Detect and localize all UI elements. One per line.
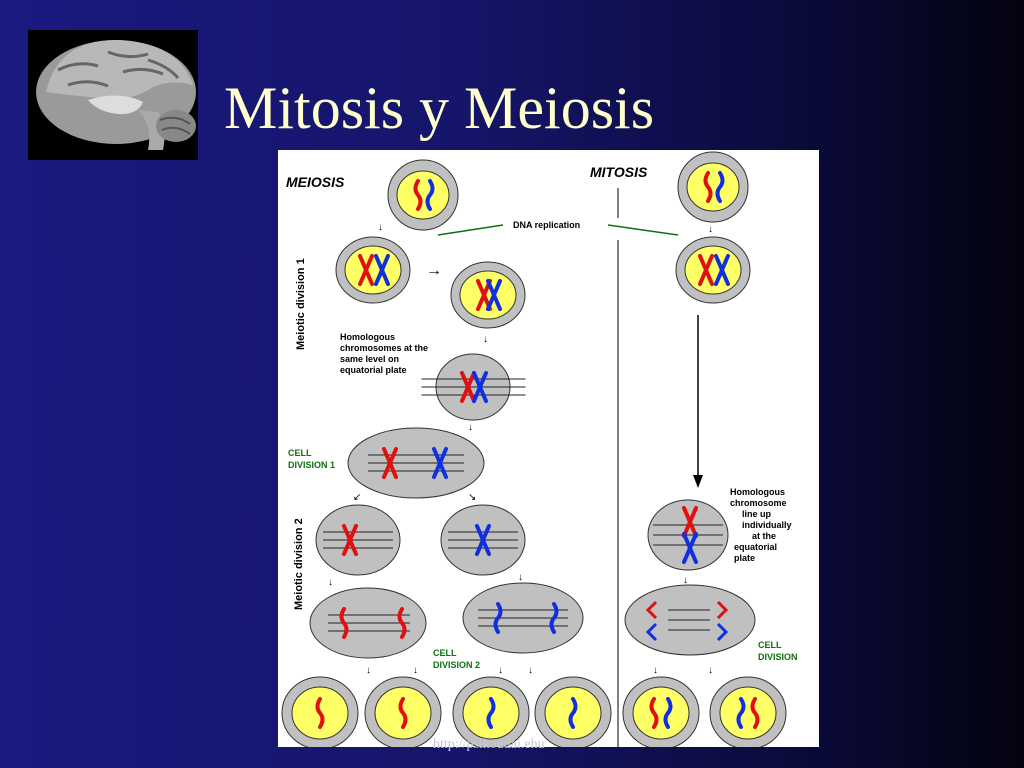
svg-text:↓: ↓ (683, 575, 688, 586)
cell-division-2-label: CELL DIVISION 2 (433, 648, 480, 670)
brain-icon (28, 30, 198, 160)
gamete-4 (534, 676, 612, 747)
homologous-note: Homologous chromosomes at the same level… (340, 332, 431, 375)
cell-interphase (387, 159, 459, 231)
gamete-3 (452, 676, 530, 747)
svg-text:↓: ↓ (378, 222, 383, 233)
svg-text:→: → (426, 262, 442, 279)
cell-anaphase-1 (347, 427, 485, 499)
svg-text:↓: ↓ (708, 665, 713, 676)
mitosis-title: MITOSIS (590, 164, 648, 180)
cell-anaphase-2-left (309, 587, 427, 659)
svg-text:↓: ↓ (518, 572, 523, 583)
meiotic-division-1-label: Meiotic division 1 (295, 258, 307, 350)
svg-text:↓: ↓ (528, 665, 533, 676)
cell-replicated (335, 236, 411, 304)
cell-metaphase-1 (420, 353, 527, 421)
mitosis-cell-interphase (677, 151, 749, 223)
cell-metaphase-2-right (440, 504, 526, 576)
cell-paired (450, 261, 526, 329)
mitosis-daughter-1 (622, 676, 700, 747)
meiotic-division-2-label: Meiotic division 2 (293, 518, 305, 610)
svg-text:↓: ↓ (653, 665, 658, 676)
cell-metaphase-2-left (315, 504, 401, 576)
cell-division-1-label: CELL DIVISION 1 (288, 448, 335, 470)
svg-text:↓: ↓ (328, 577, 333, 588)
mitosis-cell-anaphase (624, 584, 756, 656)
mitosis-cell-replicated (675, 236, 751, 304)
svg-text:↓: ↓ (498, 665, 503, 676)
gamete-1 (281, 676, 359, 747)
meiosis-title: MEIOSIS (286, 174, 345, 190)
svg-text:↙: ↙ (353, 492, 361, 503)
mitosis-daughter-2 (709, 676, 787, 747)
svg-text:↓: ↓ (468, 422, 473, 433)
mitosis-note: Homologous chromosome line up individual… (730, 487, 794, 563)
dna-replication-label: DNA replication (513, 220, 580, 230)
mitosis-cell-metaphase (647, 499, 729, 571)
meiosis-mitosis-diagram: MEIOSIS MITOSIS DNA replication Meiotic … (278, 150, 819, 747)
slide-title: Mitosis y Meiosis (224, 75, 655, 141)
svg-text:↓: ↓ (413, 665, 418, 676)
svg-text:↓: ↓ (483, 334, 488, 345)
gamete-2 (364, 676, 442, 747)
footer-url: http://psikoudai.ehu (433, 737, 545, 752)
svg-text:↓: ↓ (366, 665, 371, 676)
svg-text:↓: ↓ (708, 224, 713, 235)
cell-division-label: CELL DIVISION (758, 640, 798, 662)
svg-text:↘: ↘ (468, 492, 476, 503)
cell-anaphase-2-right (462, 582, 584, 654)
